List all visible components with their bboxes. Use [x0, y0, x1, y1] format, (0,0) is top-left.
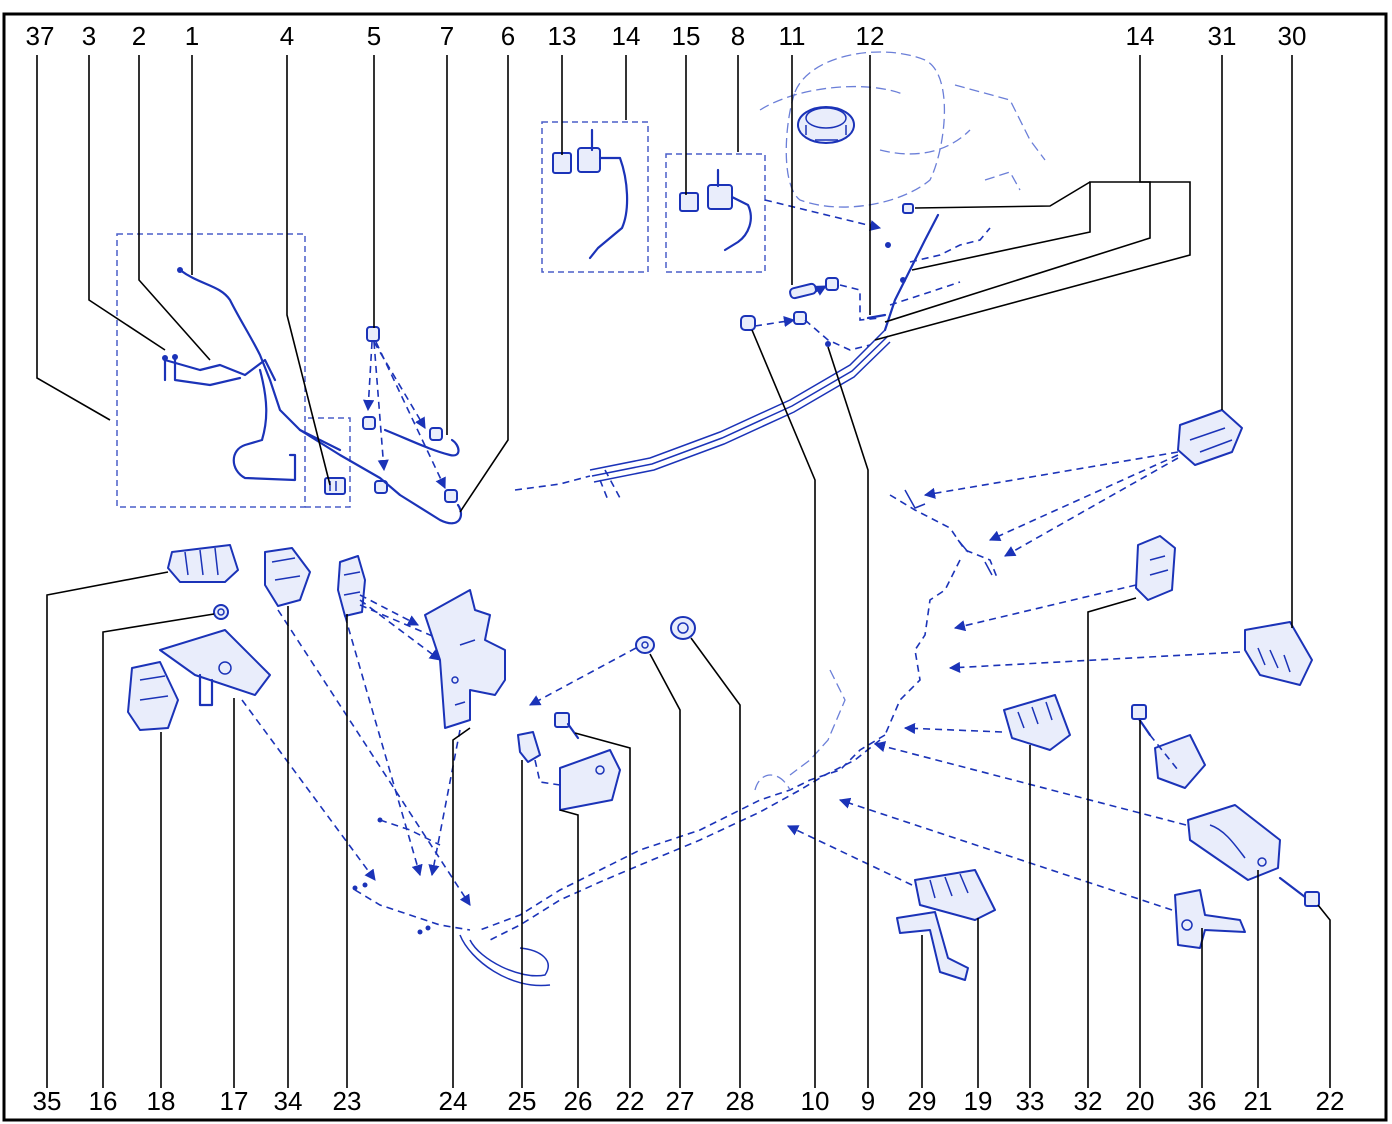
diagram-frame: [2, 12, 1388, 1122]
callouts-top-row: 37 3 2 1 4 5 7 6 13 14 15 8 11 12 14 31 …: [26, 21, 1307, 51]
callout-25: 25: [508, 1086, 537, 1116]
callout-13: 13: [548, 21, 577, 51]
pipe-8: [707, 168, 752, 252]
callout-9: 9: [861, 1086, 875, 1116]
callout-4: 4: [280, 21, 294, 51]
parts-10-11-12: [740, 277, 887, 351]
callout-7: 7: [440, 21, 454, 51]
callout-23: 23: [333, 1086, 362, 1116]
clip-19-bracket-29: [786, 825, 996, 981]
pipes-14-right: [883, 203, 991, 332]
bracket-36: [838, 797, 1246, 949]
callout-19: 19: [964, 1086, 993, 1116]
clip-25: [517, 731, 541, 763]
clip-32: [953, 535, 1176, 632]
callouts-bottom-row: 35 16 18 17 34 23 24 25 26 22 27 28 10 9…: [33, 1086, 1345, 1116]
clip-35: [167, 544, 239, 583]
callout-5: 5: [367, 21, 381, 51]
fuel-tank-outline: [759, 51, 1046, 208]
connector-15: [679, 192, 699, 212]
pipe-6: [298, 428, 463, 525]
callout-18: 18: [147, 1086, 176, 1116]
clip-30: [948, 621, 1313, 686]
callout-28: 28: [726, 1086, 755, 1116]
connector-13: [552, 152, 572, 174]
pipe-assembly-group-box: [116, 233, 306, 508]
callout-35: 35: [33, 1086, 62, 1116]
callout-36: 36: [1188, 1086, 1217, 1116]
fuel-pump-cap: [797, 106, 855, 144]
callout-34: 34: [274, 1086, 303, 1116]
callout-12: 12: [856, 21, 885, 51]
clip-34: [264, 547, 311, 607]
bracket-26: [534, 749, 621, 811]
callout-33: 33: [1016, 1086, 1045, 1116]
clip-18: [127, 661, 179, 731]
callout-15: 15: [672, 21, 701, 51]
bracket-31: [904, 409, 1243, 576]
pipe-network-lower-left: [241, 609, 471, 935]
bolt-22-right: [1278, 876, 1320, 907]
clip-33: [903, 694, 1071, 751]
callout-24: 24: [439, 1086, 468, 1116]
group-box-13-14: [541, 121, 649, 273]
callout-31: 31: [1208, 21, 1237, 51]
clip-23: [337, 555, 467, 661]
bracket-21: [873, 741, 1281, 881]
callout-6: 6: [501, 21, 515, 51]
callout-16: 16: [89, 1086, 118, 1116]
pipe-assembly-1-2-3: [162, 267, 342, 482]
callout-14-right: 14: [1126, 21, 1155, 51]
grommet-28: [670, 616, 696, 640]
callout-1: 1: [185, 21, 199, 51]
washer-27: [529, 636, 655, 706]
bolt-20-and-clip: [1131, 704, 1206, 789]
callout-30: 30: [1278, 21, 1307, 51]
callout-21: 21: [1244, 1086, 1273, 1116]
clip-5-group: [362, 326, 458, 503]
callout-14-left: 14: [612, 21, 641, 51]
leader-lines: [36, 55, 1331, 1088]
callout-8: 8: [731, 21, 745, 51]
pipe-14-left: [577, 128, 629, 260]
main-pipe-bundle-upper: [514, 329, 891, 501]
callout-27: 27: [666, 1086, 695, 1116]
callout-17: 17: [220, 1086, 249, 1116]
rear-pipe-network: [354, 494, 999, 987]
arrow-8-to-tank: [764, 199, 882, 232]
bracket-24: [424, 589, 506, 729]
callout-22-middle: 22: [616, 1086, 645, 1116]
callout-22-right: 22: [1316, 1086, 1345, 1116]
connector-4: [324, 477, 346, 495]
callout-11: 11: [779, 21, 806, 51]
callout-32: 32: [1074, 1086, 1103, 1116]
callout-37: 37: [26, 21, 55, 51]
plate-17: [159, 629, 271, 707]
nut-16: [213, 604, 229, 620]
callout-3: 3: [82, 21, 96, 51]
pipe-7: [383, 428, 460, 457]
group-box-15-8: [665, 153, 766, 273]
callout-29: 29: [908, 1086, 937, 1116]
bolt-22-middle: [554, 712, 580, 740]
callout-20: 20: [1126, 1086, 1155, 1116]
callout-26: 26: [564, 1086, 593, 1116]
callout-10: 10: [801, 1086, 830, 1116]
callout-2: 2: [132, 21, 146, 51]
